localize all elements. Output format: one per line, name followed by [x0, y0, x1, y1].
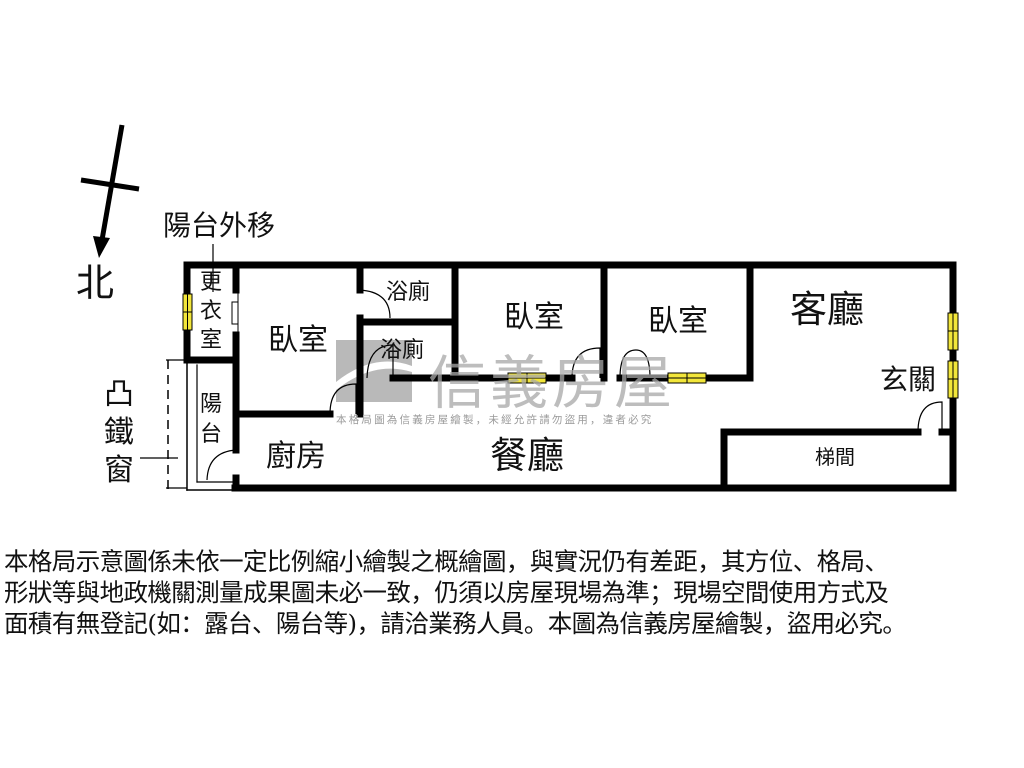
bay-window-label-3: 窗	[104, 453, 134, 488]
room-closet-2: 衣	[200, 299, 223, 324]
room-kitchen: 廚房	[266, 439, 326, 474]
disclaimer: 本格局示意圖係未依一定比例縮小繪製之概繪圖，與實況仍有差距，其方位、格局、 形狀…	[4, 546, 1024, 639]
room-stairwell: 梯間	[815, 445, 855, 469]
floor-plan-drawing	[80, 124, 959, 492]
disclaimer-line-3: 面積有無登記(如：露台、陽台等)，請洽業務人員。本圖為信義房屋繪製，盜用必究。	[4, 609, 907, 638]
room-entrance: 玄關	[880, 363, 937, 396]
room-bathroom-2: 浴廁	[380, 338, 425, 363]
bay-window-label-2: 鐵	[104, 415, 134, 450]
room-dining-room: 餐廳	[490, 434, 564, 477]
disclaimer-line-1: 本格局示意圖係未依一定比例縮小繪製之概繪圖，與實況仍有差距，其方位、格局、	[4, 547, 889, 576]
window-icons	[182, 293, 959, 399]
disclaimer-line-2: 形狀等與地政機關測量成果圖未必一致，仍須以房屋現場為準；現場空間使用方式及	[4, 578, 889, 607]
bay-window-label-1: 凸	[104, 377, 134, 412]
watermark-brand: 信義房屋	[428, 349, 677, 417]
watermark-logo-icon	[336, 340, 412, 402]
room-bedroom-2: 臥室	[504, 300, 564, 335]
north-arrow-icon	[80, 124, 140, 258]
door-swings	[206, 289, 943, 481]
room-balcony-1: 陽	[200, 392, 223, 417]
north-label: 北	[76, 261, 115, 305]
balcony-moved-out-note: 陽台外移	[163, 209, 276, 242]
room-bathroom-1: 浴廁	[386, 280, 431, 305]
floor-plan: 信義房屋 本格局圖為信義房屋繪製，未經允許請勿盜用，違者必究 北 陽台外移 凸 …	[76, 124, 959, 492]
room-balcony-2: 台	[200, 422, 223, 447]
room-closet-1: 更	[200, 270, 223, 295]
room-living-room: 客廳	[790, 288, 864, 331]
room-bedroom-3: 臥室	[648, 304, 708, 339]
watermark-notice: 本格局圖為信義房屋繪製，未經允許請勿盜用，違者必究	[336, 414, 654, 426]
room-closet-3: 室	[200, 328, 223, 353]
room-bedroom-1: 臥室	[268, 323, 328, 358]
